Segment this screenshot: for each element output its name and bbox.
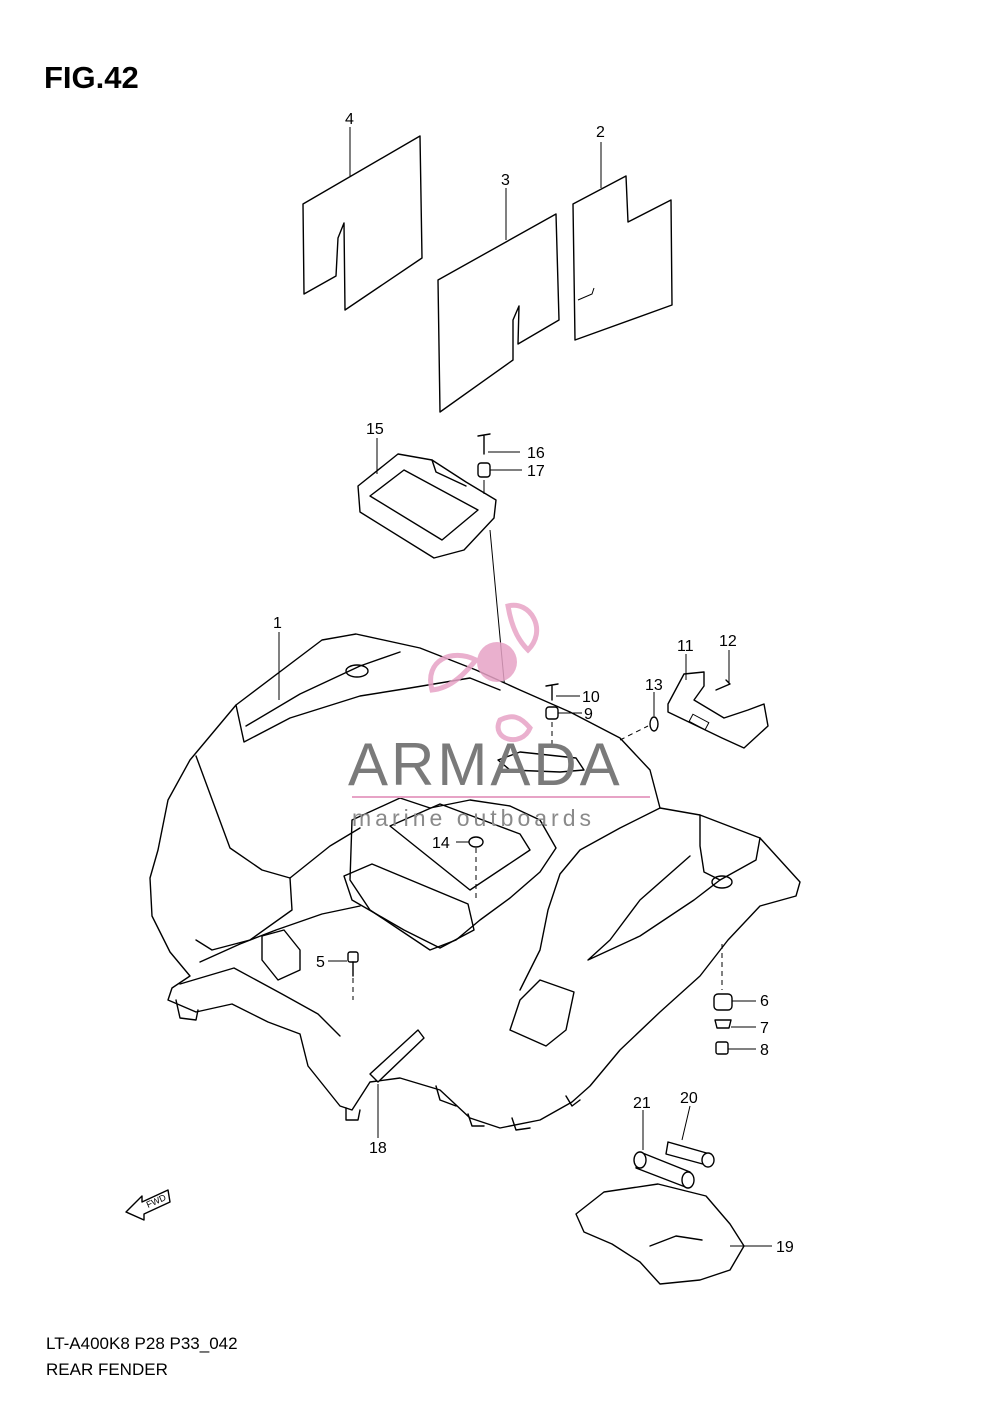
part-18-emblem [369, 1029, 425, 1138]
figure-title: FIG.42 [44, 60, 139, 95]
callout-3: 3 [501, 172, 510, 189]
callout-4: 4 [345, 111, 354, 128]
part-11-bracket [667, 654, 769, 749]
callout-2: 2 [596, 124, 605, 141]
part-16-screw [477, 433, 520, 455]
callout-5: 5 [316, 954, 325, 971]
callout-7: 7 [760, 1020, 769, 1037]
part-4-decal [302, 127, 423, 311]
callout-labels: 1 2 3 4 5 6 7 8 9 10 11 12 13 14 15 16 1… [273, 111, 794, 1256]
callout-1: 1 [273, 615, 282, 632]
callout-16: 16 [527, 445, 545, 462]
callout-10: 10 [582, 689, 600, 706]
part-9-grommet [545, 706, 582, 745]
callout-20: 20 [680, 1090, 698, 1107]
callout-6: 6 [760, 993, 769, 1010]
fender-emblem [497, 751, 585, 773]
part-8-bolt [715, 1041, 756, 1055]
part-2-decal [572, 142, 673, 341]
part-13-washer [619, 692, 659, 741]
callout-15: 15 [366, 421, 384, 438]
section-name: REAR FENDER [46, 1360, 168, 1379]
part-3-decal [437, 188, 560, 413]
part-6-cushion [713, 993, 756, 1011]
callout-14: 14 [432, 835, 450, 852]
callout-8: 8 [760, 1042, 769, 1059]
part-5-bolt [328, 951, 359, 1000]
part-21-tool-roll [633, 1110, 695, 1189]
callout-9: 9 [584, 706, 593, 723]
callout-17: 17 [527, 463, 545, 480]
callout-21: 21 [633, 1095, 651, 1112]
callout-11: 11 [677, 638, 694, 655]
part-15-storage-cover [357, 438, 497, 559]
watermark-tagline: marine outboards [352, 805, 595, 831]
part-19-pouch [575, 1183, 772, 1285]
part-17-grommet [477, 462, 522, 494]
part-14-grommet [456, 836, 484, 900]
model-code: LT-A400K8 P28 P33_042 [46, 1334, 238, 1353]
callout-12: 12 [719, 633, 737, 650]
part-10-screw [545, 683, 580, 701]
callout-19: 19 [776, 1239, 794, 1256]
callout-13: 13 [645, 677, 663, 694]
callout-18: 18 [369, 1140, 387, 1157]
watermark-logo [428, 602, 540, 742]
part-1-rear-fender [149, 632, 801, 1131]
part-7-collar [714, 1019, 756, 1029]
part-20-tool-roll [665, 1105, 715, 1168]
watermark-brand: ARMADA [348, 731, 623, 798]
forward-arrow-icon: FWD [125, 1189, 171, 1221]
part-12-screw [715, 650, 731, 691]
